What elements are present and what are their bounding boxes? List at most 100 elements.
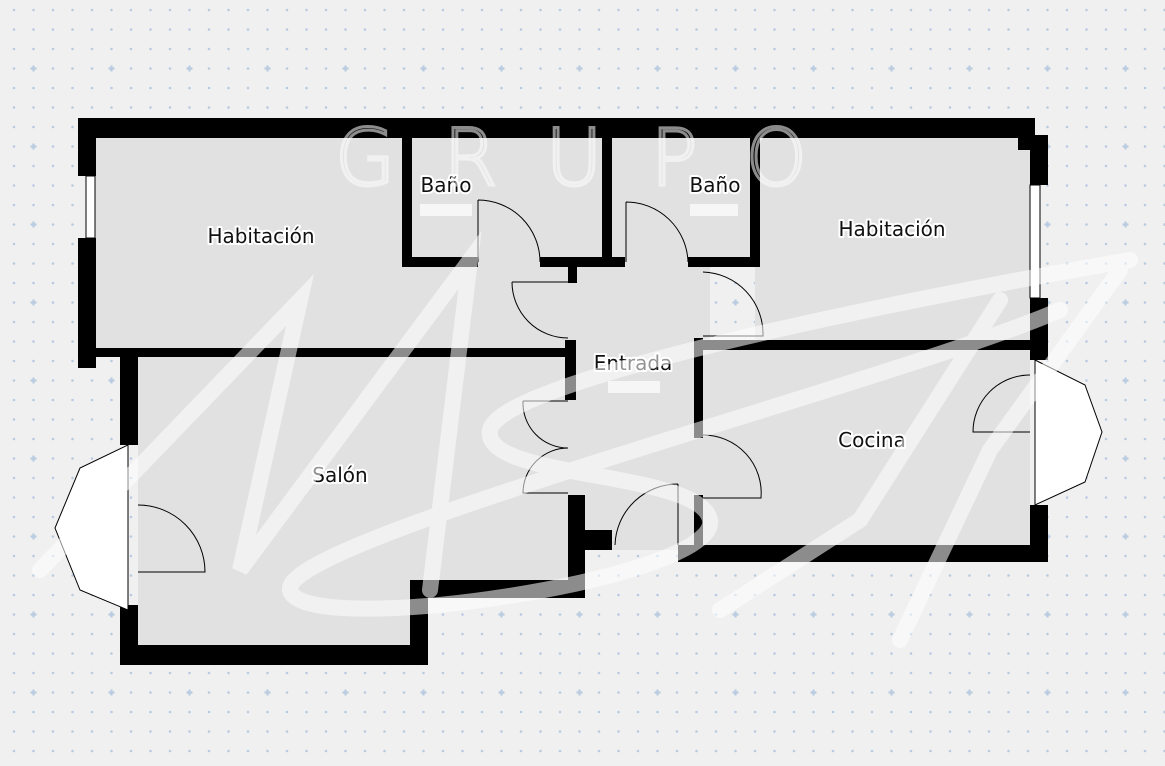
grid-dot	[129, 691, 133, 694]
grid-dot	[831, 730, 835, 733]
grid-dot	[1124, 340, 1127, 343]
grid-dot	[617, 671, 620, 675]
grid-dot	[636, 671, 640, 675]
grid-dot	[734, 106, 737, 109]
grid-dot	[1104, 28, 1108, 31]
grid-dot	[851, 613, 854, 616]
grid-dot	[597, 632, 601, 636]
grid-dot	[714, 86, 718, 90]
grid-dot	[1026, 632, 1030, 636]
grid-dot	[1065, 242, 1069, 246]
grid-dot	[344, 86, 347, 90]
grid-dot	[12, 593, 16, 597]
grid-cross	[264, 689, 271, 696]
grid-dot	[636, 652, 640, 655]
grid-dot	[1143, 340, 1147, 343]
grid-dot	[51, 340, 55, 343]
grid-dot	[617, 106, 620, 109]
grid-dot	[695, 67, 698, 70]
grid-dot	[12, 515, 16, 519]
grid-cross	[732, 689, 739, 696]
grid-dot	[129, 710, 133, 714]
grid-dot	[597, 710, 601, 714]
grid-dot	[851, 652, 854, 655]
grid-dot	[71, 320, 74, 324]
grid-dot	[32, 262, 35, 265]
grid-dot	[461, 106, 464, 109]
grid-dot	[773, 28, 776, 31]
grid-cross	[342, 65, 349, 72]
grid-dot	[948, 86, 952, 90]
grid-dot	[675, 632, 679, 636]
grid-dot	[1007, 574, 1010, 577]
grid-dot	[714, 671, 718, 675]
grid-dot	[1104, 184, 1108, 187]
grid-dot	[129, 554, 133, 558]
grid-dot	[1104, 86, 1108, 90]
grid-dot	[1124, 710, 1127, 714]
grid-dot	[831, 47, 835, 51]
grid-dot	[773, 106, 776, 109]
grid-dot	[1085, 145, 1088, 148]
grid-cross	[1122, 143, 1129, 150]
grid-dot	[792, 710, 796, 714]
grid-dot	[246, 691, 250, 694]
grid-dot	[636, 749, 640, 753]
grid-dot	[1065, 281, 1069, 285]
grid-dot	[636, 691, 640, 694]
grid-dot	[1104, 145, 1108, 148]
grid-dot	[285, 671, 289, 675]
grid-dot	[890, 749, 893, 753]
grid-dot	[792, 106, 796, 109]
window-right	[1029, 184, 1041, 299]
grid-dot	[441, 86, 445, 90]
grid-dot	[1143, 730, 1147, 733]
grid-dot	[948, 671, 952, 675]
grid-dot	[714, 47, 718, 51]
grid-dot	[480, 28, 484, 31]
grid-dot	[71, 145, 74, 148]
grid-dot	[617, 749, 620, 753]
grid-dot	[870, 67, 874, 70]
grid-dot	[246, 67, 250, 70]
grid-dot	[129, 574, 133, 577]
grid-dot	[753, 652, 757, 655]
grid-dot	[305, 749, 308, 753]
grid-dot	[1065, 320, 1069, 324]
grid-dot	[1104, 730, 1108, 733]
grid-dot	[285, 28, 289, 31]
grid-dot	[461, 8, 464, 12]
grid-dot	[890, 593, 893, 597]
grid-dot	[71, 749, 74, 753]
grid-dot	[1143, 47, 1147, 51]
grid-dot	[51, 125, 55, 129]
grid-dot	[714, 710, 718, 714]
grid-dot	[753, 47, 757, 51]
grid-dot	[1104, 593, 1108, 597]
grid-dot	[773, 730, 776, 733]
grid-dot	[461, 691, 464, 694]
grid-dot	[617, 28, 620, 31]
grid-dot	[1007, 593, 1010, 597]
grid-cross	[966, 611, 973, 618]
grid-dot	[1085, 340, 1088, 343]
grid-dot	[90, 730, 94, 733]
grid-dot	[714, 281, 718, 285]
grid-dot	[753, 613, 757, 616]
grid-dot	[656, 28, 659, 31]
grid-dot	[12, 437, 16, 441]
grid-dot	[1046, 730, 1049, 733]
grid-dot	[597, 593, 601, 597]
grid-dot	[890, 652, 893, 655]
grid-dot	[656, 671, 659, 675]
grid-dot	[812, 86, 815, 90]
grid-dot	[617, 710, 620, 714]
grid-dot	[773, 613, 776, 616]
grid-dot	[714, 749, 718, 753]
grid-cross	[732, 299, 739, 306]
grid-dot	[714, 593, 718, 597]
grid-dot	[675, 106, 679, 109]
grid-dot	[207, 47, 211, 51]
grid-dot	[71, 671, 74, 675]
grid-dot	[831, 691, 835, 694]
